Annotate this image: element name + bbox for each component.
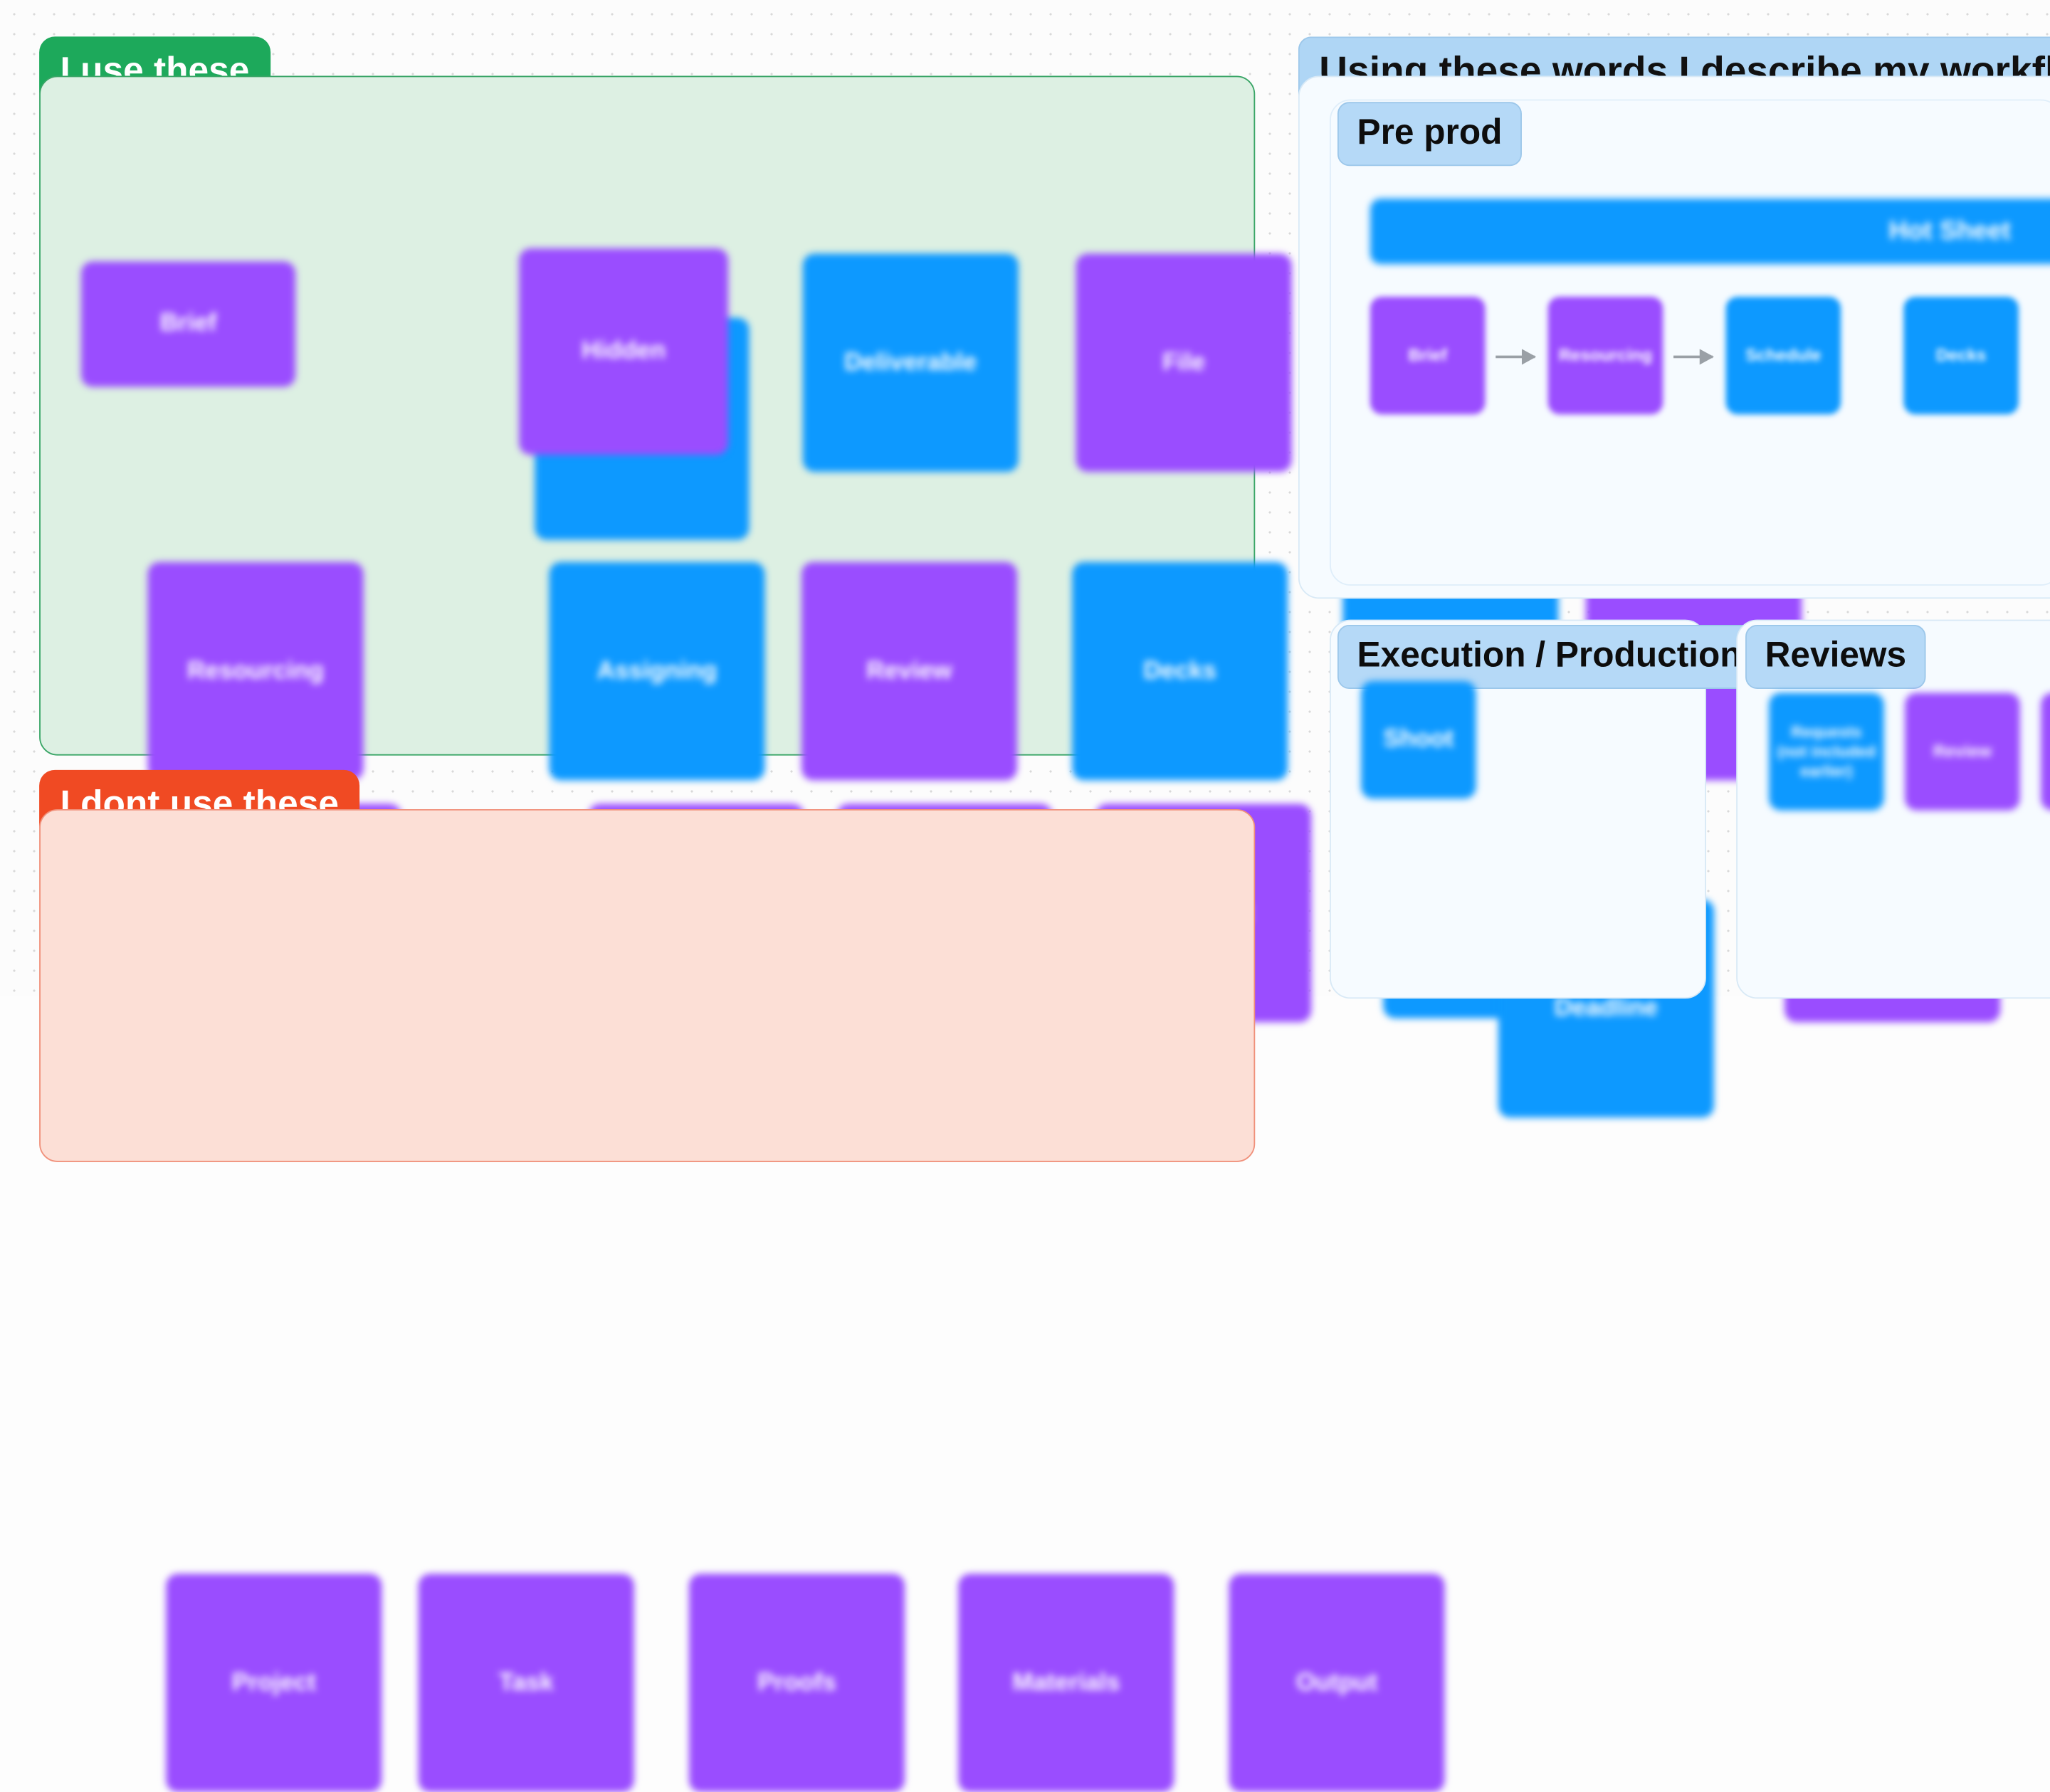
card-requests-not-included-earlier[interactable]: Requests (not included earlier) bbox=[1769, 692, 1884, 811]
card-decks[interactable]: Decks bbox=[1072, 562, 1288, 781]
card-reviews-extra[interactable] bbox=[2041, 692, 2050, 811]
card-file[interactable]: File bbox=[1076, 253, 1292, 473]
card-task[interactable]: Task bbox=[418, 1574, 634, 1792]
card-project[interactable]: Project bbox=[166, 1574, 382, 1792]
card-review[interactable]: Review bbox=[1905, 692, 2020, 811]
frame-i-dont-use-these[interactable] bbox=[39, 808, 1256, 1162]
flow-card-brief[interactable]: Brief bbox=[1370, 296, 1486, 415]
card-resourcing[interactable]: Resourcing bbox=[147, 562, 364, 781]
flow-card-resourcing[interactable]: Resourcing bbox=[1547, 296, 1663, 415]
card-brief[interactable]: Brief bbox=[80, 261, 296, 387]
card-materials[interactable]: Materials bbox=[958, 1574, 1174, 1792]
flow-bar-hot-sheet[interactable]: Hot Sheet bbox=[1370, 199, 2050, 265]
card-hidden[interactable]: Hidden bbox=[519, 248, 729, 455]
flow-arrow-1 bbox=[1673, 349, 1714, 365]
card-review[interactable]: Review bbox=[801, 562, 1017, 781]
group-title-execution-production[interactable]: Execution / Production bbox=[1337, 624, 1762, 689]
group-title-reviews[interactable]: Reviews bbox=[1745, 624, 1926, 689]
card-assigning[interactable]: Assigning bbox=[549, 562, 765, 781]
card-proofs[interactable]: Proofs bbox=[688, 1574, 905, 1792]
card-deliverable[interactable]: Deliverable bbox=[802, 253, 1019, 473]
card-shoot[interactable]: Shoot bbox=[1361, 680, 1476, 799]
group-title-pre-prod[interactable]: Pre prod bbox=[1337, 102, 1523, 167]
card-output[interactable]: Output bbox=[1229, 1574, 1445, 1792]
flow-arrow-0 bbox=[1496, 349, 1537, 365]
board-canvas: I use theseBriefScheduleHiddenDeliverabl… bbox=[39, 36, 2050, 1792]
flow-card-schedule[interactable]: Schedule bbox=[1725, 296, 1841, 415]
flow-card-decks[interactable]: Decks bbox=[1903, 296, 2019, 415]
